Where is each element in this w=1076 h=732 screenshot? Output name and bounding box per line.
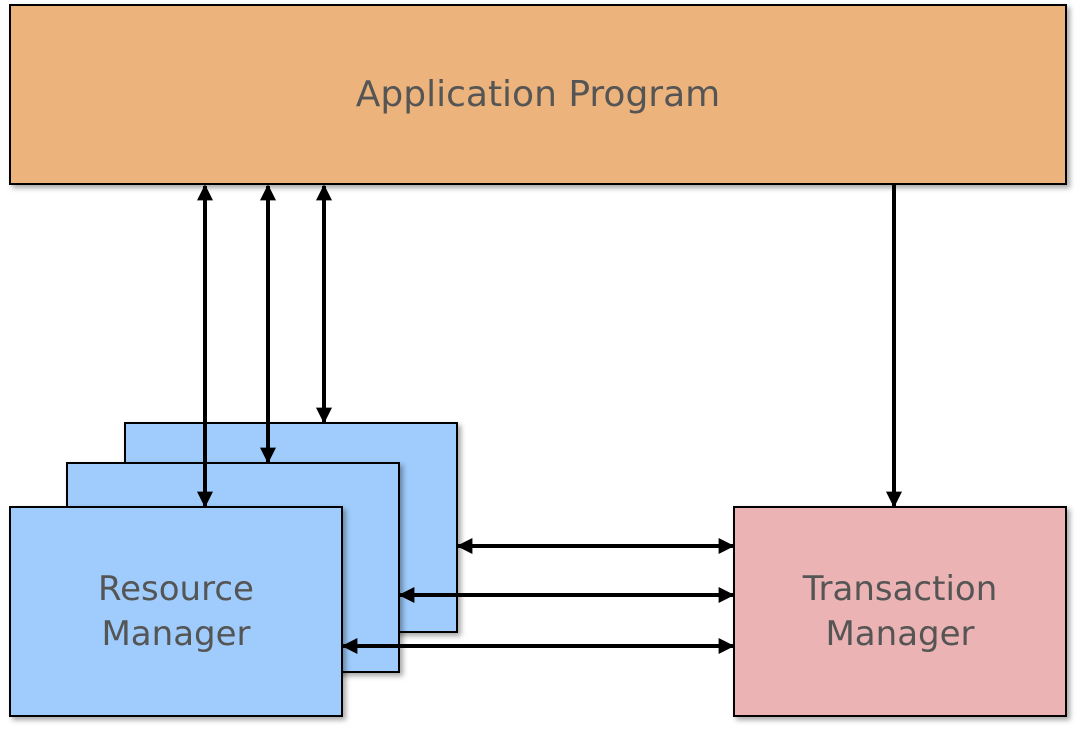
application-program-box: Application Program bbox=[9, 4, 1067, 185]
application-program-label: Application Program bbox=[355, 74, 721, 115]
resource-manager-label: Resource Manager bbox=[98, 569, 254, 654]
transaction-manager-label: Transaction Manager bbox=[802, 569, 998, 654]
transaction-manager-box: Transaction Manager bbox=[733, 506, 1067, 717]
resource-manager-box-front: Resource Manager bbox=[9, 506, 343, 717]
